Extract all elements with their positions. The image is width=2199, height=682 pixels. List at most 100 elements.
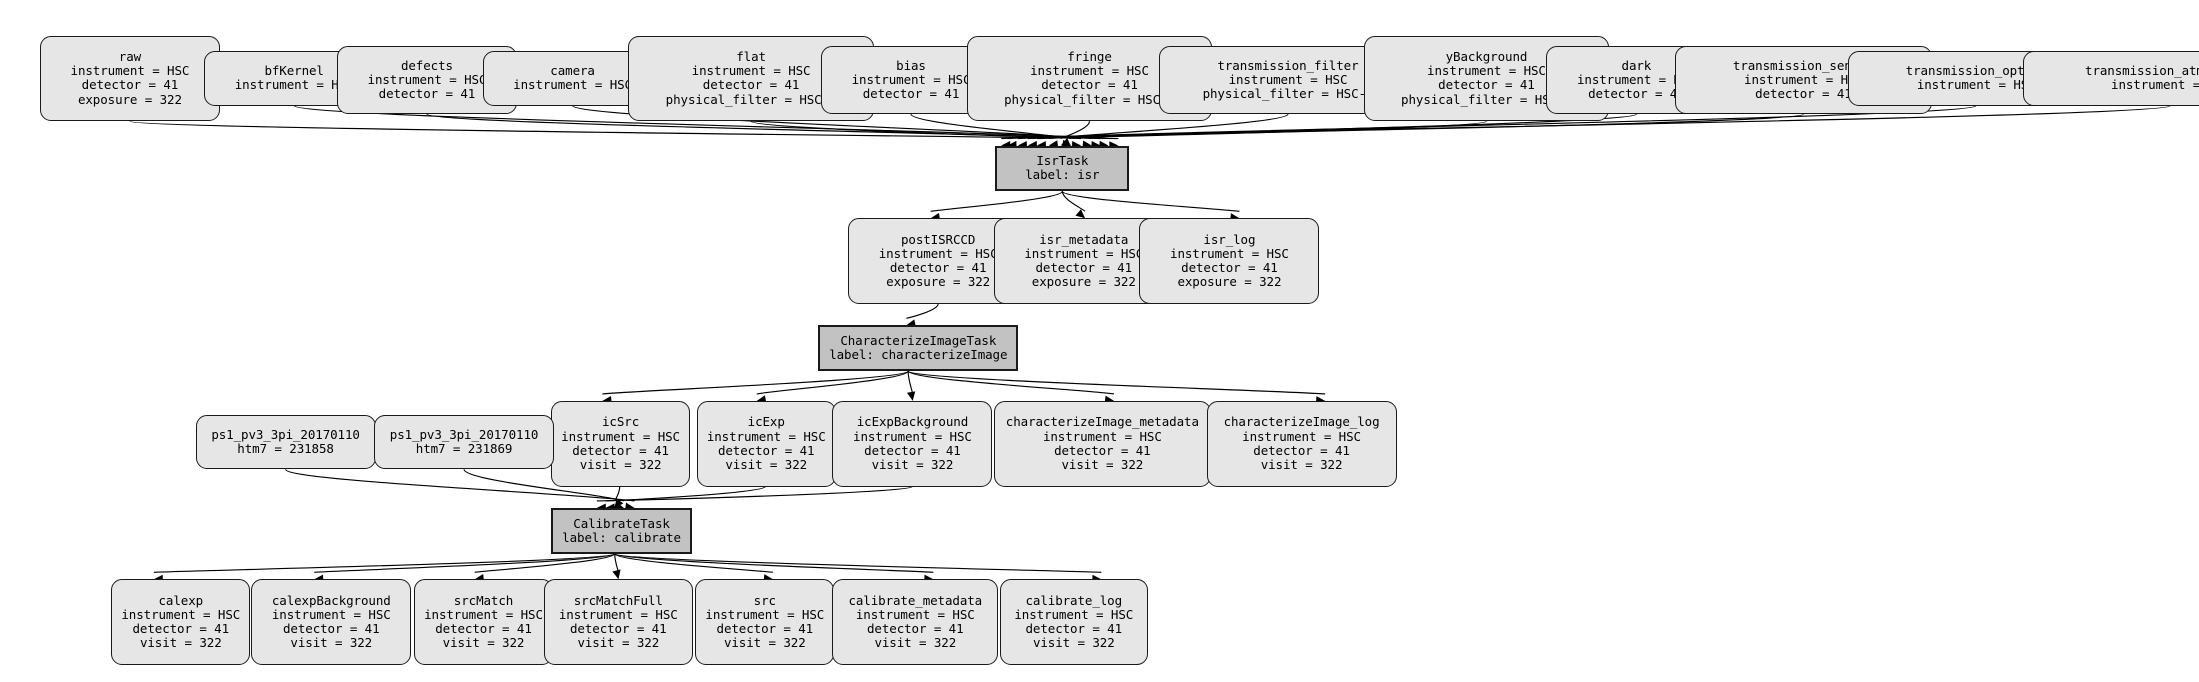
- node-dimension: detector = 41: [864, 442, 961, 458]
- node-dimension: detector = 41: [889, 260, 987, 276]
- node-dimension: detector = 41: [867, 621, 964, 637]
- node-dimension: instrument = HSC: [1427, 63, 1546, 79]
- edge-IsrTask-to-postISRCCD: [930, 190, 1063, 212]
- edge-CalibrateTask-to-srcMatchFull: [614, 553, 620, 573]
- node-dimension: detector = 41: [1054, 442, 1151, 458]
- node-dimension: exposure = 322: [1031, 274, 1136, 290]
- node-title: srcMatchFull: [573, 592, 663, 608]
- node-title: raw: [118, 49, 142, 65]
- node-title: calexp: [158, 592, 204, 608]
- node-title: icExp: [747, 414, 785, 430]
- node-dimension: visit = 322: [871, 456, 954, 472]
- arrowhead-fringe-to-IsrTask: [1060, 137, 1071, 146]
- edge-raw-to-IsrTask: [129, 120, 1119, 140]
- node-dimension: visit = 322: [1260, 456, 1343, 472]
- node-dimension: visit = 322: [577, 635, 660, 651]
- node-title: transmission_optics: [1905, 63, 2047, 79]
- node-title: characterizeImage_log: [1223, 414, 1380, 430]
- node-dimension: detector = 41: [1755, 86, 1852, 101]
- node-dimension: visit = 322: [1032, 635, 1115, 651]
- edge-ps1_a-to-CalibrateTask: [285, 468, 635, 502]
- node-dimension: instrument = HSC: [1170, 245, 1289, 261]
- node-dimension: instrument = HSC: [691, 63, 811, 79]
- node-dimension: instrument = HSC: [705, 606, 825, 622]
- node-dimension: instrument = HSC: [1042, 428, 1162, 444]
- node-dimension: htm7 = 231858: [237, 441, 334, 457]
- node-dimension: label: isr: [1025, 167, 1100, 183]
- node-dimension: visit = 322: [579, 456, 662, 472]
- node-title: isr_metadata: [1039, 231, 1129, 247]
- node-dimension: instrument = HSC: [70, 63, 190, 79]
- edge-CharacterizeImageTask-to-characterizeImage_log: [907, 370, 1326, 395]
- node-title: calibrate_metadata: [848, 592, 983, 608]
- node-title: fringe: [1067, 49, 1112, 65]
- edge-CalibrateTask-to-src: [614, 553, 773, 573]
- node-dimension: instrument = HSC: [1228, 71, 1348, 87]
- node-dimension: instrument = HSC: [1024, 245, 1144, 261]
- edge-IsrTask-to-isr_log: [1061, 190, 1240, 212]
- node-dimension: visit = 322: [725, 456, 808, 472]
- node-title: transmission_filter: [1217, 57, 1359, 73]
- node-dimension: detector = 41: [283, 621, 380, 637]
- node-title: isr_log: [1203, 231, 1256, 247]
- node-dimension: physical_filter = HSC-Y: [1401, 91, 1572, 107]
- node-dimension: detector = 41: [1253, 442, 1350, 458]
- node-title: srcMatch: [453, 592, 514, 608]
- node-dimension: detector = 41: [1025, 621, 1123, 637]
- node-dimension: detector = 41: [1041, 77, 1138, 93]
- node-dimension: detector = 41: [572, 442, 669, 458]
- edge-camera-to-IsrTask: [572, 105, 1092, 140]
- node-dimension: label: characterizeImage: [829, 347, 1008, 363]
- edge-postISRCCD-to-CharacterizeImageTask: [906, 303, 939, 319]
- node-dimension: detector = 41: [132, 621, 230, 637]
- node-dimension: visit = 322: [723, 635, 806, 651]
- node-dimension: detector = 41: [378, 86, 476, 101]
- edge-CalibrateTask-to-calibrate_log: [614, 553, 1102, 573]
- node-dimension: instrument = HSC: [853, 428, 972, 444]
- node-dimension: instrument = HSC: [1014, 606, 1134, 622]
- arrowhead-CharacterizeImageTask-to-icExpBackground: [906, 391, 916, 401]
- node-dimension: detector = 41: [81, 77, 179, 93]
- node-dimension: instrument = HSC: [706, 428, 826, 444]
- node-dimension: detector = 41: [570, 621, 667, 637]
- node-dimension: instrument = HSC: [424, 606, 543, 622]
- node-dimension: instrument = HSC: [855, 606, 975, 622]
- node-dimension: label: calibrate: [562, 529, 681, 545]
- node-dimension: instrument = HSC: [2111, 77, 2199, 93]
- node-dimension: exposure = 322: [77, 91, 182, 107]
- dataset-node-transmission_atmosphere[interactable]: transmission_atmosphereinstrument = HSC: [2023, 51, 2199, 106]
- node-title: camera: [550, 63, 595, 79]
- node-dimension: visit = 322: [1061, 456, 1144, 472]
- node-title: icSrc: [602, 414, 640, 430]
- edge-CharacterizeImageTask-to-icSrc: [602, 370, 909, 395]
- node-dimension: detector = 41: [1181, 260, 1278, 276]
- node-dimension: instrument = HSC: [513, 77, 632, 93]
- edge-CalibrateTask-to-calibrate_metadata: [614, 553, 934, 573]
- node-dimension: physical_filter = HSC-Y: [1202, 86, 1374, 101]
- node-dimension: instrument = HSC: [851, 71, 971, 87]
- node-dimension: detector = 41: [1588, 86, 1685, 101]
- node-dimension: detector = 41: [702, 77, 800, 93]
- node-dimension: exposure = 322: [1177, 274, 1282, 290]
